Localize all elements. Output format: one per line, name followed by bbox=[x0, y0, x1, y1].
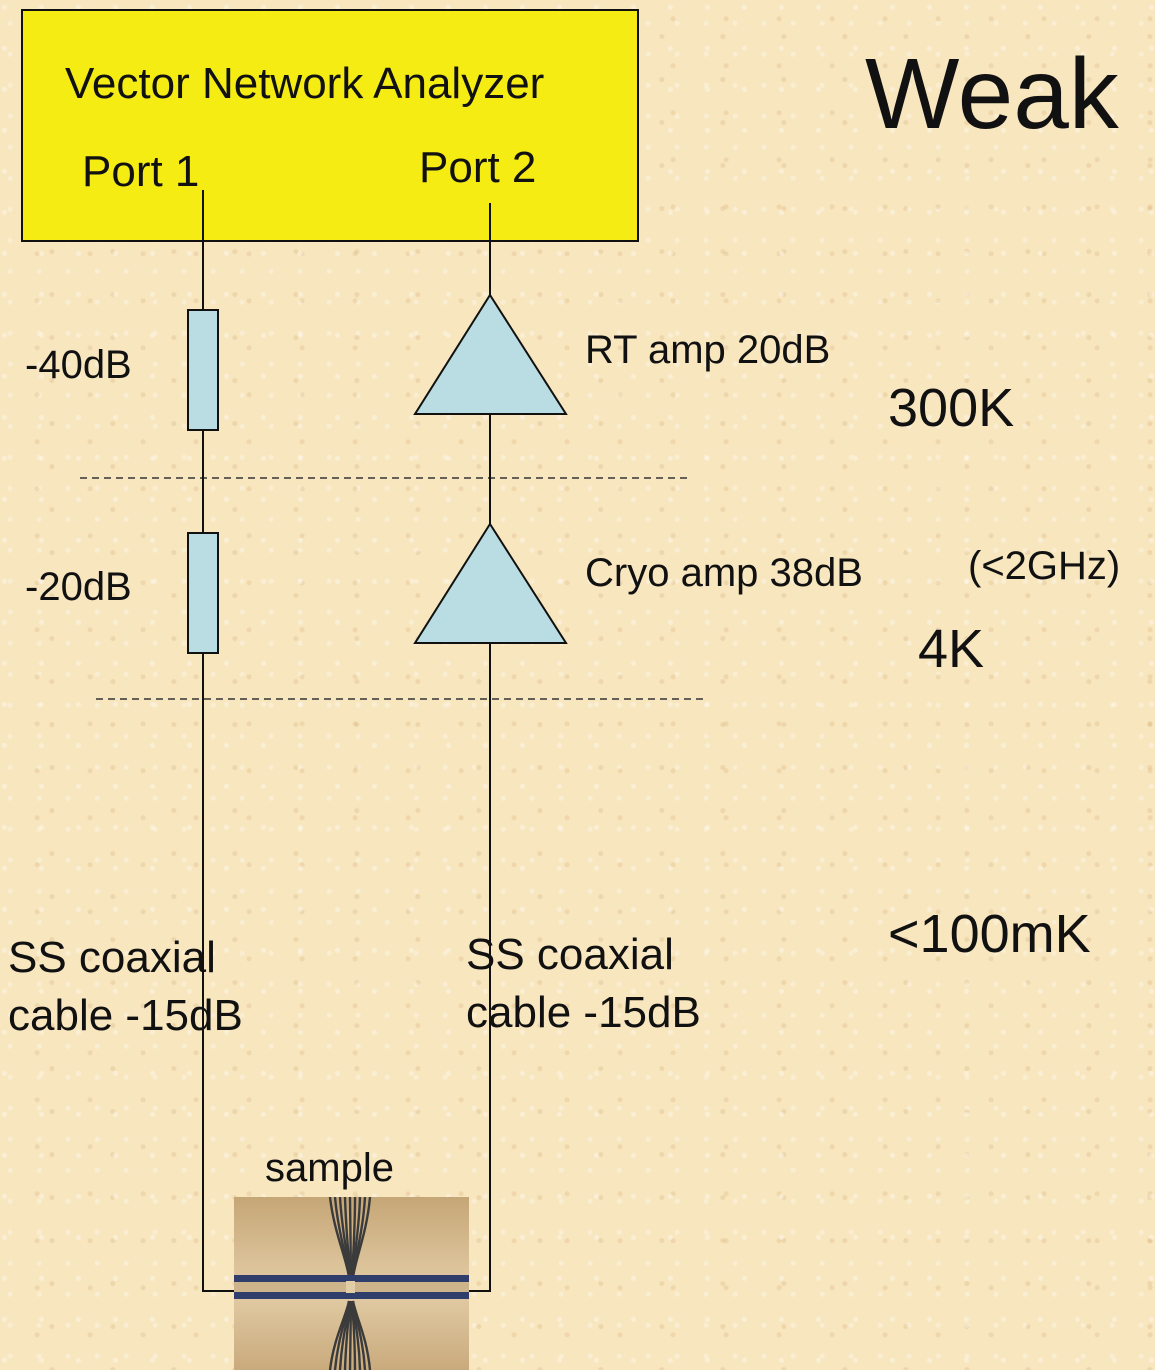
output-cable-label: SS coaxial cable -15dB bbox=[466, 930, 701, 1037]
transmission-line-upper bbox=[234, 1275, 469, 1282]
stage-300k-label: 300K bbox=[888, 378, 1015, 438]
rt-amp-label: RT amp 20dB bbox=[585, 328, 831, 372]
cryo-amp-label: Cryo amp 38dB bbox=[585, 551, 863, 595]
attenuator-20db bbox=[187, 532, 219, 654]
attenuator-40db-label: -40dB bbox=[25, 343, 132, 387]
stage-mk-label: <100mK bbox=[888, 904, 1091, 964]
upper-electrode-fingers bbox=[328, 1197, 372, 1278]
port-1-label: Port 1 bbox=[82, 147, 200, 196]
analyzer-title: Vector Network Analyzer bbox=[65, 59, 545, 108]
sample-label: sample bbox=[265, 1146, 394, 1190]
analyzer-box bbox=[21, 9, 639, 242]
input-cable-label: SS coaxial cable -15dB bbox=[8, 933, 243, 1040]
sample-micrograph bbox=[234, 1197, 469, 1370]
transmission-line-lower bbox=[234, 1292, 469, 1299]
lower-electrode-fingers bbox=[328, 1300, 372, 1370]
cryo-amp-bandwidth-note: (<2GHz) bbox=[968, 544, 1121, 588]
cryo-amplifier bbox=[413, 522, 568, 644]
junction-gap bbox=[346, 1281, 355, 1293]
stage-4k-label: 4K bbox=[918, 619, 985, 679]
rt-amplifier bbox=[413, 293, 568, 415]
page-title: Weak bbox=[865, 38, 1119, 150]
port-2-label: Port 2 bbox=[419, 143, 537, 192]
attenuator-20db-label: -20dB bbox=[25, 565, 132, 609]
attenuator-40db bbox=[187, 309, 219, 431]
